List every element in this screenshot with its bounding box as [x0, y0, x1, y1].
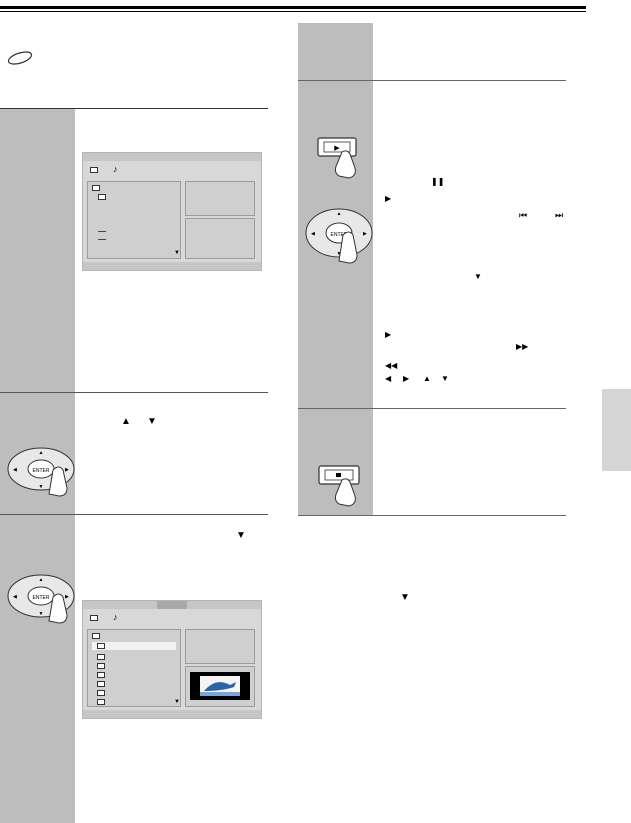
- svg-text:◀: ◀: [311, 231, 315, 237]
- jpeg-file-icon[interactable]: [97, 663, 105, 669]
- info-pane-top: [185, 629, 255, 664]
- preview-frame: [190, 672, 250, 700]
- dolphin-photo-icon: [200, 676, 240, 696]
- enter-pad-icon: ENTER ▲ ▼ ◀ ▶: [7, 447, 75, 497]
- list-entry-mark: [98, 231, 106, 232]
- jpeg-file-icon[interactable]: [97, 654, 105, 660]
- pause-icon: ❚❚: [431, 177, 445, 186]
- svg-text:◀: ◀: [13, 594, 17, 600]
- screen-top-bar: [83, 601, 261, 609]
- play-icon: ▶: [385, 330, 392, 339]
- folder-list-pane[interactable]: ▼: [87, 181, 181, 259]
- down-arrow-icon: ▼: [441, 374, 449, 383]
- folder-icon: [98, 194, 106, 200]
- jpeg-file-icon[interactable]: [97, 672, 105, 678]
- play-icon: ▶: [385, 194, 392, 203]
- left-arrow-icon: ◀: [385, 374, 392, 383]
- svg-text:ENTER: ENTER: [331, 232, 348, 238]
- jpeg-file-icon[interactable]: [97, 690, 105, 696]
- jpeg-file-icon[interactable]: [97, 699, 105, 705]
- screen-bottom-bar: [83, 710, 261, 718]
- right-divider-3: [298, 515, 566, 516]
- file-row-highlighted[interactable]: [92, 642, 176, 650]
- svg-text:▼: ▼: [39, 484, 44, 490]
- file-browser-screen-1: ♪ ▼: [82, 152, 262, 271]
- up-arrow-icon: ▲: [121, 416, 131, 427]
- info-pane-top: [185, 181, 255, 216]
- svg-text:ENTER: ENTER: [33, 468, 50, 474]
- section-divider-2: [0, 392, 268, 393]
- right-divider-1: [298, 80, 566, 81]
- next-icon: ⏭: [555, 210, 564, 220]
- file-list-pane[interactable]: ▼: [87, 629, 181, 707]
- preview-pane: [185, 666, 255, 707]
- enter-pad-icon: ENTER ▲ ▼ ◀ ▶: [305, 208, 373, 264]
- enter-pad-icon: ENTER ▲ ▼ ◀ ▶: [7, 574, 75, 624]
- svg-text:▲: ▲: [337, 211, 342, 217]
- svg-text:▶: ▶: [65, 594, 69, 600]
- svg-text:▶: ▶: [334, 145, 340, 152]
- stop-button-icon: [318, 465, 360, 507]
- folder-icon: [92, 185, 100, 191]
- jpeg-file-icon[interactable]: [97, 681, 105, 687]
- scroll-down-arrow[interactable]: ▼: [174, 250, 180, 256]
- info-pane-bottom: [185, 218, 255, 259]
- folder-icon: [90, 615, 98, 621]
- right-step-column: [298, 23, 373, 515]
- previous-icon: ⏮: [519, 210, 528, 220]
- right-arrow-icon: ▶: [403, 374, 410, 383]
- header-rule-thin: [0, 11, 586, 12]
- svg-text:▶: ▶: [65, 467, 69, 473]
- music-note-icon: ♪: [113, 612, 118, 622]
- header-rule-thick: [0, 6, 586, 9]
- screen-bottom-bar: [83, 262, 261, 270]
- section-divider-1: [0, 108, 268, 109]
- down-arrow-icon: ▼: [236, 530, 246, 541]
- file-browser-screen-2: ♪ ▼: [82, 600, 262, 719]
- down-arrow-icon: ▼: [400, 592, 410, 603]
- music-note-icon: ♪: [113, 164, 118, 174]
- screen-top-bar: [83, 153, 261, 161]
- up-arrow-icon: ▲: [423, 374, 431, 383]
- down-arrow-icon: ▼: [147, 416, 157, 427]
- play-button-icon: ▶: [317, 137, 357, 179]
- fast-forward-icon: ▶▶: [516, 342, 529, 351]
- jpeg-file-icon[interactable]: [97, 643, 105, 649]
- svg-text:▼: ▼: [337, 251, 342, 257]
- svg-text:▲: ▲: [39, 450, 44, 456]
- screen-tab-selected[interactable]: [157, 601, 187, 609]
- svg-text:◀: ◀: [13, 467, 17, 473]
- scroll-down-arrow[interactable]: ▼: [174, 699, 180, 705]
- list-entry-mark: [98, 239, 106, 240]
- rewind-icon: ◀◀: [385, 361, 398, 370]
- disc-icon: [7, 51, 33, 65]
- folder-icon: [92, 633, 100, 639]
- svg-text:▼: ▼: [39, 611, 44, 617]
- svg-text:ENTER: ENTER: [33, 595, 50, 601]
- svg-text:▲: ▲: [39, 577, 44, 583]
- folder-icon: [90, 167, 98, 173]
- section-divider-3: [0, 514, 268, 515]
- right-divider-2: [298, 408, 566, 409]
- side-index-tab: [602, 389, 631, 471]
- down-arrow-icon: ▼: [474, 272, 482, 281]
- svg-text:▶: ▶: [363, 231, 367, 237]
